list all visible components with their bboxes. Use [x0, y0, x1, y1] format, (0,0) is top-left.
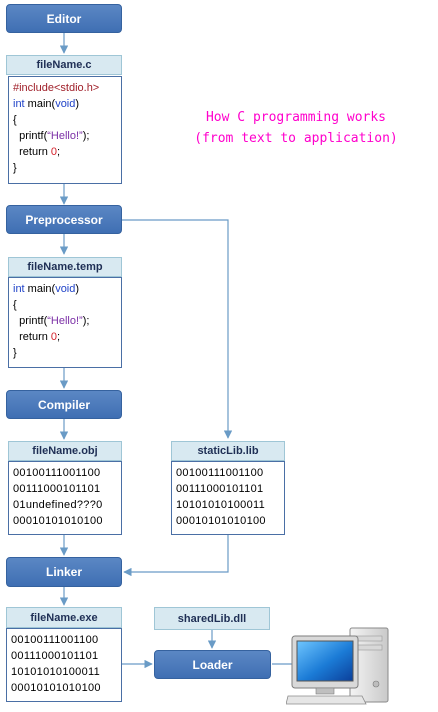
source-file-content: #include<stdio.h> int main(void) { printf(…	[8, 76, 122, 184]
code-token: printf(	[13, 315, 48, 327]
title-line-1: How C programming works	[205, 110, 386, 125]
title-line-2: (from text to application)	[194, 131, 398, 146]
code-token: void	[55, 283, 76, 295]
code-line: }	[13, 160, 117, 176]
code-token: main(	[24, 98, 56, 110]
linker-label: Linker	[45, 565, 82, 579]
code-token: “Hello!”	[47, 315, 83, 327]
binary-line: 00010101010100	[176, 515, 266, 527]
editor-step: Editor	[6, 4, 122, 33]
source-file-header: fileName.c	[6, 55, 122, 75]
code-line: printf(“Hello!”);	[13, 313, 117, 329]
staticlib-file-content: 00100111001100 00111000101101 101010101000…	[171, 461, 285, 535]
code-line: }	[13, 345, 117, 361]
loader-label: Loader	[192, 657, 233, 672]
code-line: int main(void)	[13, 281, 117, 297]
binary-line: 00010101010100	[13, 515, 103, 527]
binary-line: 00100111001100	[176, 467, 264, 479]
temp-file-header: fileName.temp	[8, 257, 122, 277]
arrow-staticlib-to-linker	[123, 535, 229, 577]
sharedlib-file-header: sharedLib.dll	[154, 607, 270, 630]
code-token: 0	[50, 331, 58, 343]
source-file-name: fileName.c	[36, 59, 92, 71]
code-line: return 0;	[13, 329, 117, 345]
linker-step: Linker	[6, 557, 122, 587]
editor-label: Editor	[46, 11, 82, 26]
computer-icon	[286, 627, 389, 705]
code-token: “Hello!”	[47, 130, 83, 142]
diagram-title: How C programming works (from text to ap…	[160, 107, 432, 149]
exe-file-header: fileName.exe	[6, 607, 122, 628]
binary-line: 00111000101101	[13, 483, 101, 495]
code-token: #include<stdio.h>	[13, 82, 100, 94]
binary-line: 00010101010100	[11, 682, 101, 694]
code-token: return	[13, 331, 51, 343]
code-line: int main(void)	[13, 96, 117, 112]
code-line: return 0;	[13, 144, 117, 160]
binary-line: 00100111001100	[11, 634, 99, 646]
code-token: )	[75, 98, 80, 110]
obj-file-content: 00100111001100 00111000101101 01undefined?…	[8, 461, 122, 535]
exe-file-name: fileName.exe	[30, 611, 98, 624]
code-token: );	[82, 130, 90, 142]
code-line: #include<stdio.h>	[13, 80, 117, 96]
binary-line: 10101010100011	[11, 666, 101, 678]
preprocessor-step: Preprocessor	[6, 205, 122, 234]
code-line: {	[13, 112, 117, 128]
code-token: int	[13, 283, 25, 295]
code-token: printf(	[13, 130, 48, 142]
code-token: ;	[57, 146, 61, 158]
binary-line: 00100111001100	[13, 467, 101, 479]
code-token: main(	[24, 283, 56, 295]
binary-line: 10101010100011	[176, 499, 266, 511]
temp-file-content: int main(void) { printf(“Hello!”); return…	[8, 277, 122, 368]
temp-file-name: fileName.temp	[27, 261, 103, 273]
code-token: int	[13, 98, 25, 110]
code-token: 0	[50, 146, 58, 158]
code-token: }	[13, 162, 17, 174]
code-line: {	[13, 297, 117, 313]
binary-line: 00111000101101	[176, 483, 264, 495]
exe-file-content: 00100111001100 00111000101101 101010101000…	[6, 628, 122, 702]
code-token: }	[13, 347, 17, 359]
preprocessor-label: Preprocessor	[25, 212, 103, 227]
compiler-step: Compiler	[6, 390, 122, 419]
obj-file-name: fileName.obj	[32, 445, 98, 457]
code-line: printf(“Hello!”);	[13, 128, 117, 144]
code-token: {	[13, 114, 17, 126]
code-token: ;	[57, 331, 61, 343]
code-token: void	[55, 98, 76, 110]
arrow-preprocessor-to-staticlib	[122, 219, 233, 439]
staticlib-file-name: staticLib.lib	[197, 445, 259, 457]
staticlib-file-header: staticLib.lib	[171, 441, 285, 461]
loader-step: Loader	[154, 650, 271, 679]
binary-line: 01undefined???0	[13, 499, 103, 511]
code-token: );	[82, 315, 90, 327]
code-token: )	[75, 283, 80, 295]
sharedlib-file-name: sharedLib.dll	[177, 612, 247, 625]
obj-file-header: fileName.obj	[8, 441, 122, 461]
code-token: return	[13, 146, 51, 158]
binary-line: 00111000101101	[11, 650, 99, 662]
code-token: {	[13, 299, 17, 311]
compiler-label: Compiler	[37, 397, 90, 412]
